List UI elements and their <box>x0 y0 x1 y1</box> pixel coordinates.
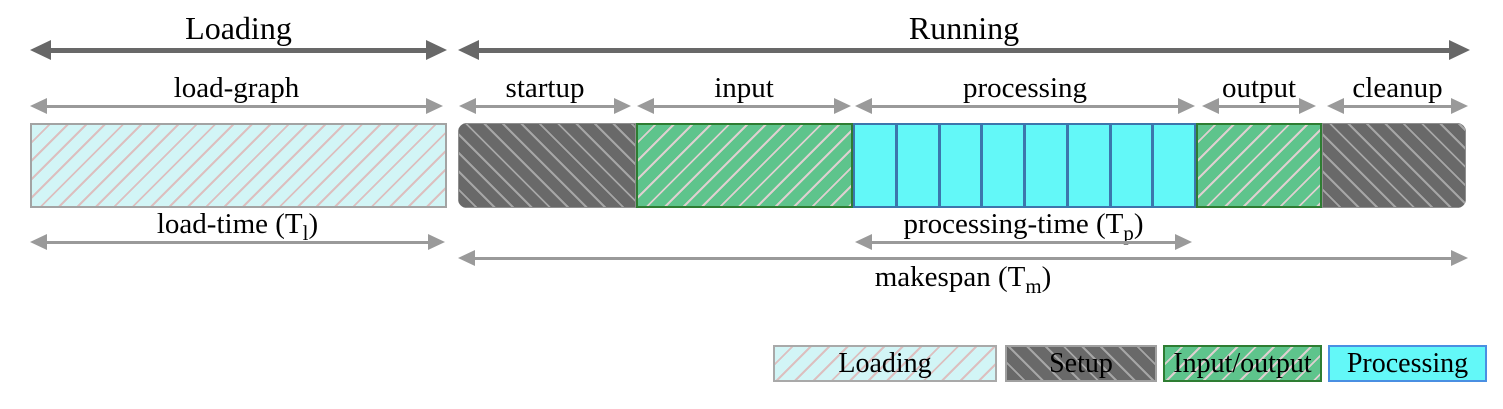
legend-label-input-output: Input/output <box>1173 348 1312 379</box>
processing-cell <box>937 125 981 206</box>
arrowhead-left-icon <box>855 234 872 250</box>
arrowhead-left-icon <box>30 234 47 250</box>
processing-time-subscript: p <box>1123 220 1134 245</box>
processing-arrow <box>855 96 1195 116</box>
arrow-line <box>650 104 838 108</box>
makespan-subscript: m <box>1025 273 1042 298</box>
input-segment <box>636 123 853 208</box>
processing-cell <box>894 125 938 206</box>
input-arrow <box>637 96 851 116</box>
arrow-line <box>1215 104 1303 108</box>
legend-item-loading: Loading <box>773 345 997 382</box>
arrowhead-right-icon <box>1299 98 1316 114</box>
arrowhead-right-icon <box>1451 250 1468 266</box>
arrowhead-left-icon <box>1202 98 1219 114</box>
arrowhead-right-icon <box>426 98 443 114</box>
output-label: output <box>1221 72 1297 104</box>
cleanup-label: cleanup <box>1352 72 1443 104</box>
makespan-text: makespan (T <box>874 261 1026 293</box>
processing-cell <box>1023 125 1066 206</box>
arrowhead-right-icon <box>1178 98 1195 114</box>
processing-cell <box>855 125 895 206</box>
loading-phase-arrow <box>30 40 447 60</box>
input-label: input <box>714 72 774 104</box>
loading-bar <box>30 123 447 208</box>
load-graph-label: load-graph <box>173 72 300 104</box>
arrowhead-left-icon <box>30 40 51 60</box>
arrow-line <box>472 104 618 108</box>
makespan-arrow <box>458 248 1468 268</box>
arrowhead-right-icon <box>614 98 631 114</box>
loading-phase-label: Loading <box>185 10 292 46</box>
processing-time-text: processing-time (T <box>903 208 1124 240</box>
setup-segment <box>458 123 636 208</box>
processing-cell <box>1151 125 1194 206</box>
load-time-label: load-time (Tl) <box>30 208 445 243</box>
arrow-line <box>868 240 1179 244</box>
processing-segment <box>853 123 1196 208</box>
arrow-line <box>1340 104 1455 108</box>
output-segment <box>1196 123 1322 208</box>
legend-item-setup: Setup <box>1005 345 1157 382</box>
legend-label-loading: Loading <box>838 348 932 379</box>
processing-label: processing <box>962 72 1088 104</box>
running-bar <box>458 123 1466 208</box>
arrow-line <box>474 47 1454 53</box>
legend-item-input-output: Input/output <box>1163 345 1322 382</box>
arrowhead-right-icon <box>1175 234 1192 250</box>
startup-arrow <box>459 96 631 116</box>
arrow-line <box>868 104 1182 108</box>
load-time-arrow <box>30 232 445 252</box>
arrow-line <box>471 256 1455 260</box>
arrowhead-right-icon <box>426 40 447 60</box>
legend-label-setup: Setup <box>1049 348 1113 379</box>
arrow-line <box>43 104 430 108</box>
makespan-close: ) <box>1041 261 1052 293</box>
legend-item-processing: Processing <box>1328 345 1487 382</box>
legend-label-processing: Processing <box>1346 348 1469 379</box>
arrowhead-right-icon <box>428 234 445 250</box>
arrow-line <box>43 240 432 244</box>
processing-cell <box>1108 125 1152 206</box>
makespan-label: makespan (Tm) <box>458 261 1468 296</box>
processing-cell <box>1065 125 1109 206</box>
output-arrow <box>1202 96 1316 116</box>
arrowhead-right-icon <box>1451 98 1468 114</box>
processing-time-arrow <box>855 232 1192 252</box>
load-time-close: ) <box>308 208 319 240</box>
processing-time-label: processing-time (Tp) <box>855 208 1192 243</box>
arrowhead-left-icon <box>637 98 654 114</box>
load-time-text: load-time (T <box>156 208 303 240</box>
arrowhead-left-icon <box>30 98 47 114</box>
arrowhead-right-icon <box>834 98 851 114</box>
running-phase-label: Running <box>908 10 1020 46</box>
cleanup-arrow <box>1327 96 1468 116</box>
arrowhead-left-icon <box>458 250 475 266</box>
processing-cell <box>980 125 1023 206</box>
arrowhead-left-icon <box>459 98 476 114</box>
arrowhead-right-icon <box>1449 40 1470 60</box>
load-graph-arrow <box>30 96 443 116</box>
running-phase-arrow <box>458 40 1470 60</box>
arrow-line <box>46 47 431 53</box>
processing-time-close: ) <box>1133 208 1144 240</box>
arrowhead-left-icon <box>458 40 479 60</box>
arrowhead-left-icon <box>1327 98 1344 114</box>
startup-label: startup <box>505 72 585 104</box>
load-time-subscript: l <box>302 220 309 245</box>
arrowhead-left-icon <box>855 98 872 114</box>
cleanup-segment <box>1322 123 1466 208</box>
